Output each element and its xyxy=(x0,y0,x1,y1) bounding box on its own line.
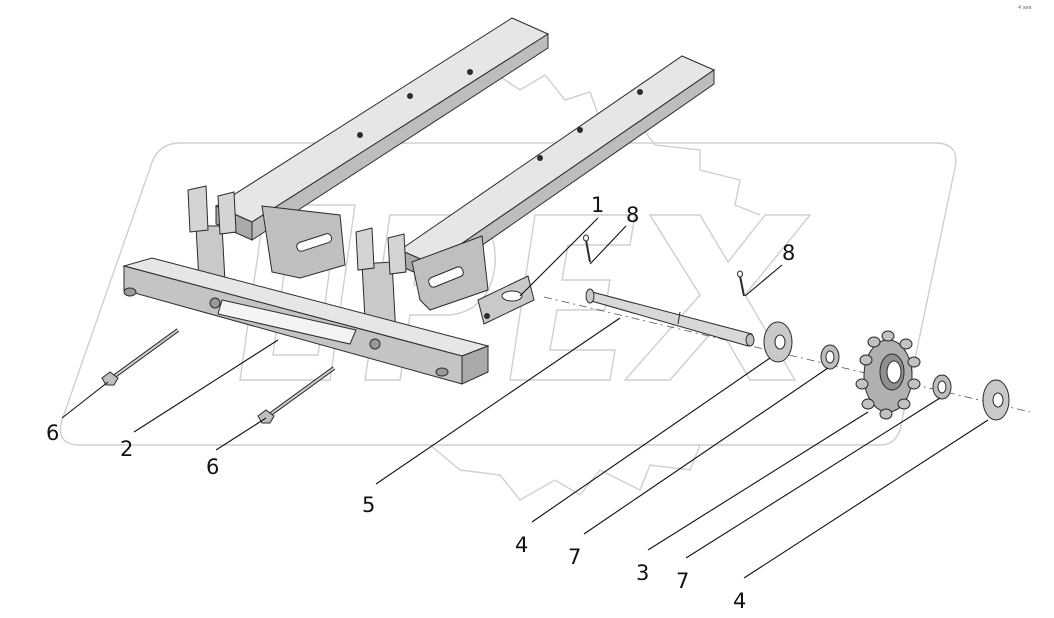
cotter-pin-b xyxy=(737,270,745,297)
bushing-right xyxy=(932,374,952,400)
callout-5: 5 xyxy=(362,493,375,517)
callout-6-left: 6 xyxy=(46,421,59,445)
washer-left xyxy=(763,321,793,363)
callout-1: 1 xyxy=(591,193,604,217)
corner-mark: 4 see xyxy=(1018,5,1032,11)
bushing-left xyxy=(820,344,840,370)
callout-8-upper: 8 xyxy=(626,203,639,227)
callout-labels: 1 8 8 6 2 6 5 4 7 3 7 4 xyxy=(46,193,795,613)
callout-6-right: 6 xyxy=(206,455,219,479)
bolt-left xyxy=(101,328,180,386)
sprocket xyxy=(855,330,921,420)
callout-2: 2 xyxy=(120,437,133,461)
cotter-pin-a xyxy=(583,234,591,263)
callout-3: 3 xyxy=(636,561,649,585)
cross-beam xyxy=(122,257,490,385)
callout-7-left: 7 xyxy=(568,545,581,569)
callout-4-left: 4 xyxy=(515,533,528,557)
callout-4-right: 4 xyxy=(733,589,746,613)
callout-7-right: 7 xyxy=(676,569,689,593)
plate-part-1 xyxy=(477,275,535,325)
leader-lines xyxy=(61,217,989,579)
bolt-right xyxy=(257,366,336,424)
callout-8-right: 8 xyxy=(782,241,795,265)
washer-right xyxy=(982,379,1010,421)
